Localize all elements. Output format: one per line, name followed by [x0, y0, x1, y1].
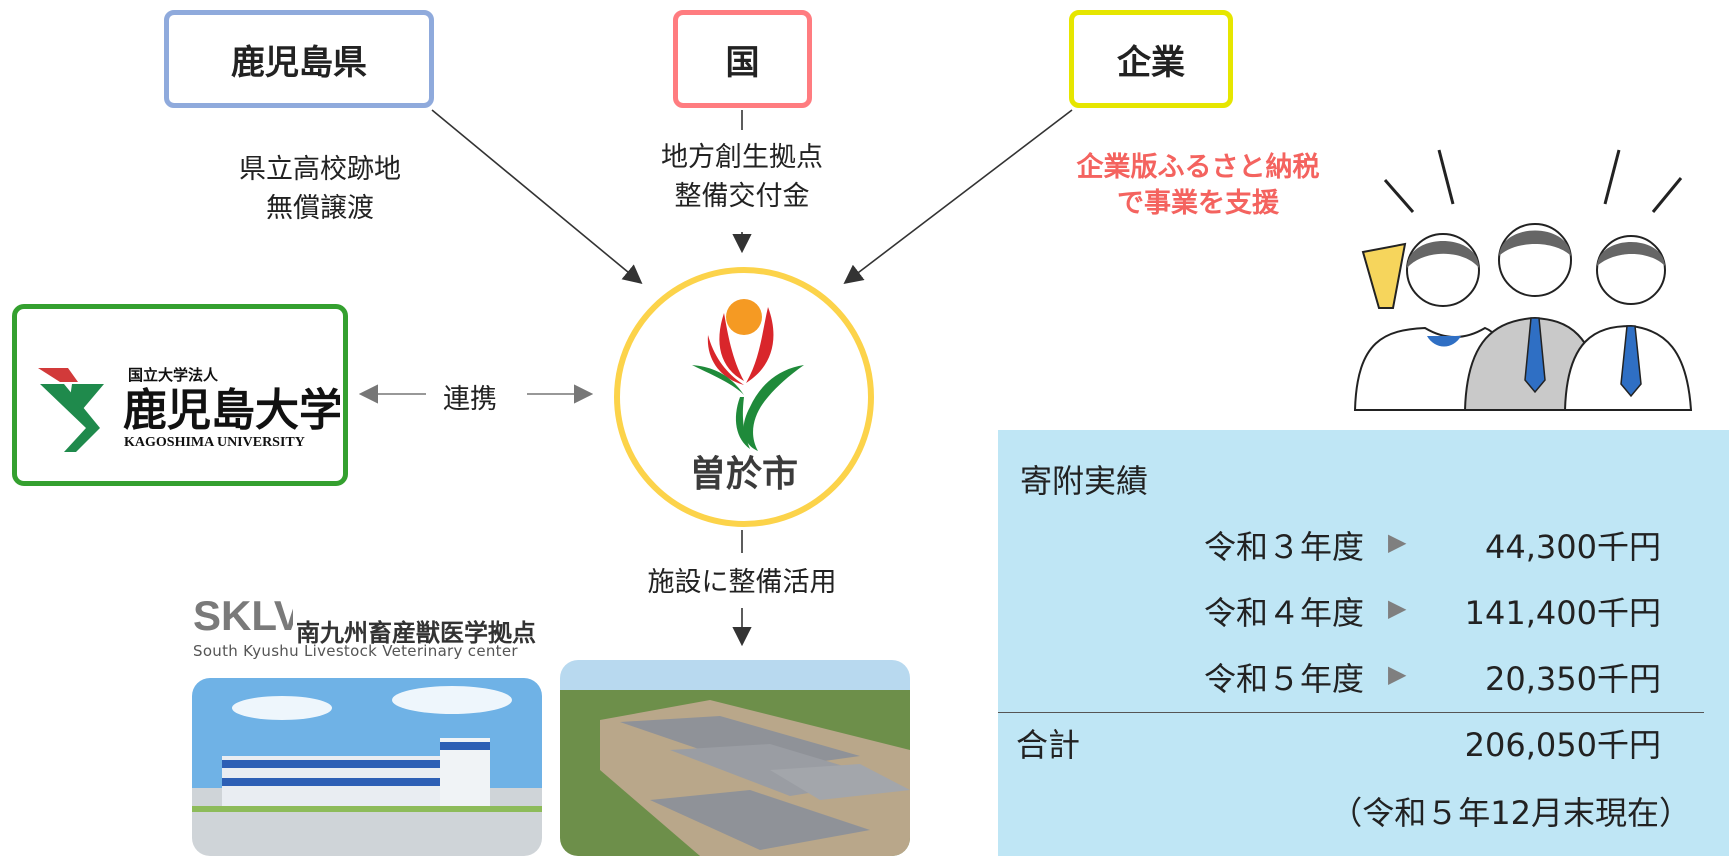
- prefecture-support-line: 無償譲渡: [266, 193, 374, 225]
- center-subtitle: South Kyushu Livestock Veterinary center: [193, 642, 518, 660]
- donation-total-label: 合計: [1016, 726, 1081, 764]
- university-logo-en: KAGOSHIMA UNIVERSITY: [124, 435, 305, 450]
- university-box: 国立大学法人 鹿児島大学 KAGOSHIMA UNIVERSITY: [12, 304, 348, 486]
- nation-label: 国: [725, 42, 760, 83]
- nation-box: 国: [673, 10, 812, 108]
- donation-title: 寄附実績: [1020, 462, 1149, 500]
- center-building-image: [192, 678, 542, 856]
- nation-support-line: 整備交付金: [674, 181, 810, 213]
- center-title: 南九州畜産獣医学拠点: [296, 619, 536, 647]
- city-emblem-icon: [692, 299, 804, 451]
- prefecture-box: 鹿児島県: [164, 10, 434, 108]
- donation-year-value: 20,350千円: [1485, 660, 1661, 698]
- cheering-people-illustration: [1353, 149, 1693, 411]
- company-box: 企業: [1069, 10, 1233, 108]
- donation-year-label: 令和３年度: [1204, 528, 1365, 566]
- sklv-logo-text: SKLV: [193, 592, 293, 638]
- university-logo-main: 鹿児島大学: [123, 385, 340, 436]
- livestock-farm-image: [560, 660, 910, 856]
- donation-note: （令和５年12月末現在）: [1330, 794, 1691, 832]
- donation-total-value: 206,050千円: [1464, 726, 1661, 764]
- company-support-text: 企業版ふるさと納税 で事業を支援: [1028, 150, 1368, 223]
- prefecture-support-text: 県立高校跡地 無償譲渡: [200, 150, 440, 228]
- university-logo-small: 国立大学法人: [128, 366, 219, 384]
- divider: [998, 712, 1704, 713]
- donation-year-value: 141,400千円: [1464, 594, 1661, 632]
- triangle-icon: ▶: [1388, 594, 1407, 622]
- company-label: 企業: [1117, 42, 1185, 83]
- nation-support-line: 地方創生拠点: [661, 142, 823, 173]
- company-support-line: 企業版ふるさと納税: [1076, 152, 1320, 183]
- city-circle: 曽於市: [614, 267, 874, 527]
- arrow-prefecture-to-city: [431, 109, 643, 285]
- company-support-line: で事業を支援: [1117, 188, 1279, 220]
- donation-year-label: 令和４年度: [1204, 594, 1365, 632]
- donation-year-value: 44,300千円: [1485, 528, 1661, 566]
- triangle-icon: ▶: [1388, 528, 1407, 556]
- donation-year-label: 令和５年度: [1204, 660, 1365, 698]
- prefecture-label: 鹿児島県: [231, 42, 367, 83]
- university-logo: 国立大学法人 鹿児島大学 KAGOSHIMA UNIVERSITY: [38, 366, 340, 452]
- donation-results-panel: 寄附実績 令和３年度 ▶ 44,300千円 令和４年度 ▶ 141,400千円 …: [998, 430, 1729, 856]
- facility-use-label: 施設に整備活用: [647, 567, 837, 598]
- city-name: 曽於市: [689, 454, 798, 495]
- sklv-logo: SKLV: [193, 592, 293, 638]
- triangle-icon: ▶: [1388, 660, 1407, 688]
- prefecture-support-line: 県立高校跡地: [239, 154, 401, 185]
- relation-label: 連携: [443, 384, 497, 415]
- nation-support-text: 地方創生拠点 整備交付金: [612, 138, 872, 216]
